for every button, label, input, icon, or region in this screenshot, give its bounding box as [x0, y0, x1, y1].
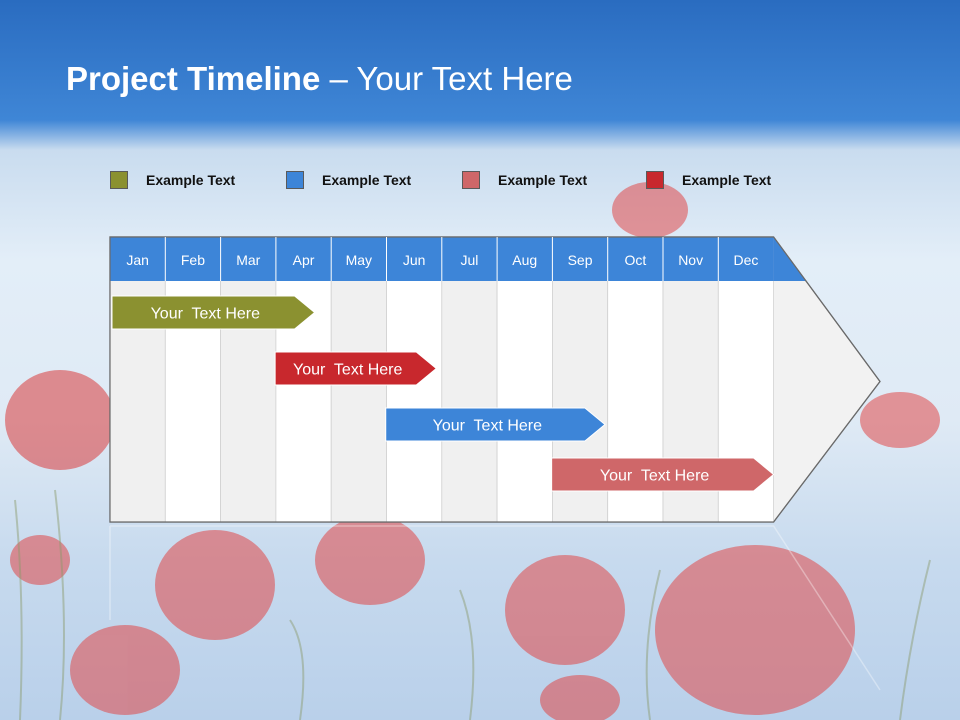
task-bar: Your Text Here [551, 457, 775, 492]
page-title: Project Timeline – Your Text Here [66, 60, 573, 98]
month-label: Oct [624, 252, 646, 268]
month-label: Jan [126, 252, 149, 268]
month-label: Nov [678, 252, 703, 268]
task-bar: Your Text Here [111, 295, 316, 330]
legend-swatch [646, 171, 664, 189]
task-arrow [274, 351, 438, 386]
task-arrow [551, 457, 775, 492]
month-label: Jul [460, 252, 478, 268]
task-bar: Your Text Here [274, 351, 438, 386]
legend-label: Example Text [322, 172, 412, 188]
month-column [109, 236, 166, 523]
task-arrow [385, 407, 606, 442]
month-label: Sep [568, 252, 593, 268]
task-label: Your Text Here [433, 418, 543, 435]
reflection-outline [110, 525, 881, 691]
legend-swatch [462, 171, 480, 189]
month-label: Dec [733, 252, 758, 268]
month-label: Aug [512, 252, 537, 268]
timeline-reflection [109, 525, 881, 691]
month-column [496, 236, 553, 523]
task-label: Your Text Here [293, 362, 403, 379]
task-label: Your Text Here [151, 306, 261, 323]
month-label: Apr [293, 252, 315, 268]
task-arrow [111, 295, 316, 330]
month-column [220, 236, 277, 523]
month-column [441, 236, 498, 523]
legend-label: Example Text [146, 172, 236, 188]
legend-label: Example Text [682, 172, 772, 188]
month-label: Mar [236, 252, 260, 268]
title-bold: Project Timeline [66, 60, 321, 97]
title-rest: – Your Text Here [320, 60, 573, 97]
month-label: May [346, 252, 372, 268]
month-label: Feb [181, 252, 205, 268]
task-label: Your Text Here [600, 468, 710, 485]
month-label: Jun [403, 252, 426, 268]
task-bar: Your Text Here [385, 407, 606, 442]
legend-swatch [110, 171, 128, 189]
legend-label: Example Text [498, 172, 588, 188]
legend-swatch [286, 171, 304, 189]
month-column [164, 236, 222, 523]
